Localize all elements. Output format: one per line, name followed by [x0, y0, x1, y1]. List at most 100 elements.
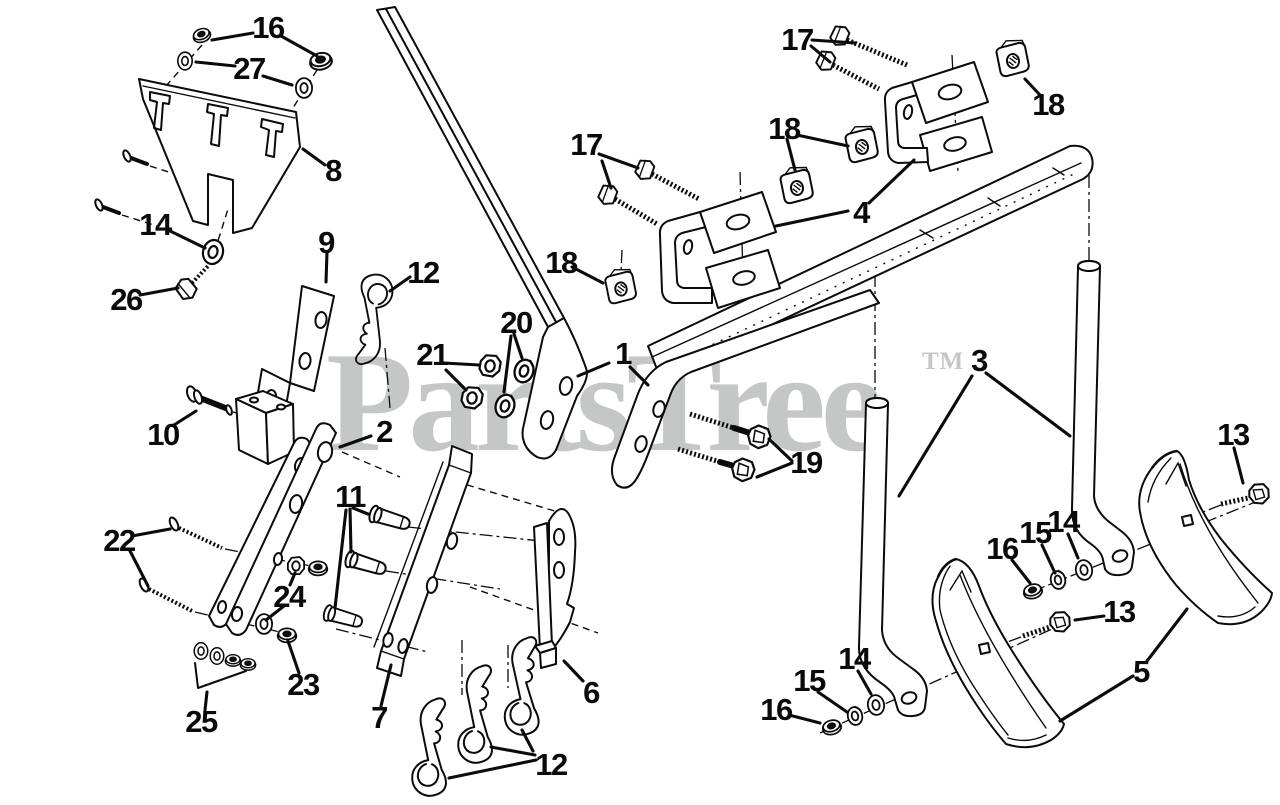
leader-line-22	[130, 527, 172, 538]
leader-line-16	[1010, 558, 1032, 585]
plate-screws	[94, 149, 149, 215]
callout-16: 16	[252, 10, 285, 45]
callout-16: 16	[986, 531, 1019, 566]
leader-line-12	[520, 728, 535, 753]
callout-10: 10	[147, 417, 179, 452]
leader-line-19	[755, 461, 794, 479]
part-27-washer-a	[177, 51, 193, 71]
callout-5: 5	[1133, 654, 1150, 689]
leader-line-8	[301, 147, 327, 167]
callout-26: 26	[110, 282, 143, 317]
leader-line-14	[166, 228, 207, 250]
callout-22: 22	[103, 523, 135, 558]
leader-line-11	[348, 507, 353, 554]
part-23-hardware	[254, 613, 298, 644]
leader-line-11	[351, 506, 370, 516]
leader-line-22	[127, 547, 150, 588]
part-26-bolt	[171, 263, 211, 304]
part-2-drag-bars	[208, 422, 337, 636]
leader-line-23	[286, 639, 301, 675]
leader-line-14	[1066, 532, 1080, 560]
toolbar-tube	[647, 144, 1094, 378]
callout-13: 13	[1103, 594, 1136, 629]
part-17-bolts	[595, 22, 908, 227]
leader-line-12	[388, 275, 412, 293]
part-13-bolts	[1022, 481, 1272, 639]
part-16-nut-a	[190, 25, 214, 46]
callout-19: 19	[790, 445, 823, 480]
callout-23: 23	[287, 667, 320, 702]
leader-line-4	[867, 158, 916, 205]
part-1-drawbar-left-arm	[376, 6, 588, 460]
callout-17: 17	[781, 22, 813, 57]
tine-hardware-stack-upper	[1021, 557, 1095, 602]
leader-line-25	[203, 690, 209, 712]
leader-line-16	[787, 713, 822, 725]
callout-3: 3	[971, 343, 988, 378]
watermark: PartsTree TM	[326, 323, 964, 481]
part-3-tine-shank-right	[1070, 260, 1135, 577]
leader-line-9	[324, 250, 329, 284]
callout-25: 25	[185, 704, 218, 739]
part-10-bolt	[185, 385, 233, 416]
leader-line-17	[600, 159, 613, 190]
leader-line-1	[628, 365, 650, 387]
leader-line-21	[444, 368, 468, 392]
leader-line-11	[333, 508, 348, 610]
callout-14: 14	[139, 207, 173, 242]
part-4-clamp-front	[658, 191, 781, 309]
part-19-bolts	[677, 411, 774, 485]
callout-27: 27	[233, 51, 265, 86]
callout-21: 21	[416, 337, 449, 372]
leader-line-19	[767, 437, 794, 463]
leader-line-3	[984, 371, 1072, 438]
leader-line-14	[856, 669, 873, 696]
part-5-shovel-left	[931, 557, 1065, 749]
callout-18: 18	[768, 111, 801, 146]
leader-line-15	[1040, 543, 1057, 575]
leader-line-27	[261, 74, 294, 87]
callout-16: 16	[760, 692, 793, 727]
leader-line-3	[897, 374, 974, 498]
callout-9: 9	[318, 225, 335, 260]
callout-24: 24	[273, 579, 307, 614]
leader-line-17	[810, 38, 857, 45]
leader-line-7	[379, 663, 393, 708]
leader-line-13	[1073, 614, 1106, 622]
callout-18: 18	[545, 245, 578, 280]
leader-line-6	[562, 659, 585, 683]
leader-line-24	[264, 604, 286, 622]
leader-line-18	[1023, 77, 1042, 97]
leader-line-17	[809, 44, 832, 64]
leader-line-18	[570, 265, 605, 285]
part-25-brace	[194, 662, 247, 689]
leader-line-24	[288, 571, 297, 587]
part-3-tine-shank-left	[857, 397, 928, 718]
callout-7: 7	[371, 700, 387, 735]
callout-1: 1	[615, 336, 632, 371]
part-7-shank-plate	[373, 445, 473, 677]
leader-line-20	[512, 332, 524, 360]
watermark-text: PartsTree	[326, 323, 881, 481]
part-4-clamp-rear	[883, 61, 993, 172]
part-6-shank-holder	[533, 507, 577, 669]
callout-8: 8	[325, 153, 342, 188]
leader-line-15	[816, 690, 849, 714]
callout-12: 12	[535, 747, 567, 782]
leader-line-16	[279, 34, 319, 58]
leader-line-16	[210, 31, 255, 42]
spacer-block	[235, 390, 295, 465]
callout-15: 15	[1019, 515, 1052, 550]
callout-12: 12	[407, 255, 439, 290]
leader-line-12	[447, 758, 538, 780]
part-5-shovel-right	[1138, 449, 1273, 626]
watermark-tm: TM	[922, 348, 964, 375]
part-14-washer-a	[199, 236, 227, 268]
leader-line-26	[138, 286, 180, 297]
leader-line-17	[597, 152, 640, 170]
callout-4: 4	[853, 195, 871, 230]
part-25-washer-set	[193, 642, 257, 689]
